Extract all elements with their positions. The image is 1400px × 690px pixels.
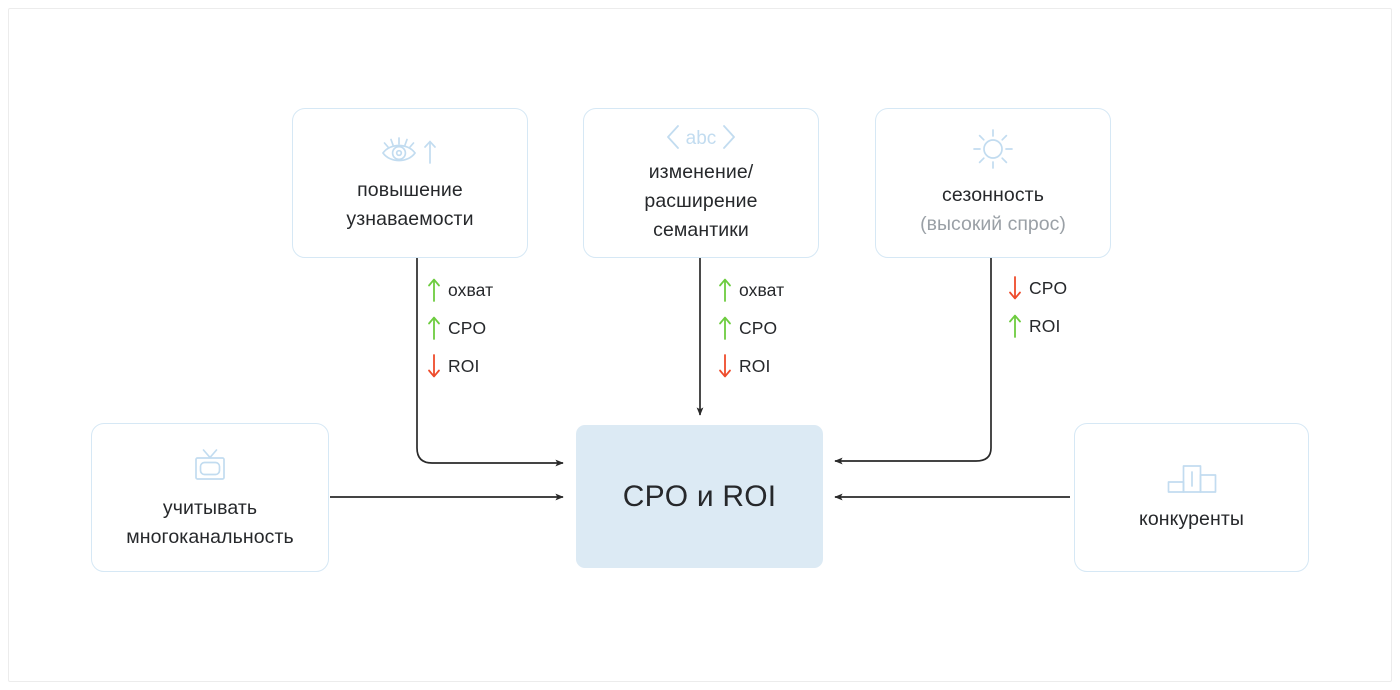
podium-icon [1166, 461, 1218, 497]
arrow-up-icon [427, 315, 441, 341]
abc-brackets-icon: abc [664, 122, 738, 152]
svg-text:abc: abc [686, 128, 717, 149]
kpi-row: охват [718, 277, 784, 303]
sun-icon [971, 127, 1015, 171]
arrow-up-icon [427, 277, 441, 303]
kpi-group-semantics: охват CPO [718, 277, 784, 379]
kpi-row: ROI [718, 353, 784, 379]
kpi-row: CPO [427, 315, 493, 341]
kpi-row: CPO [1008, 275, 1067, 301]
node-seasonality-label: сезонность [942, 184, 1044, 206]
arrow-down-icon [427, 353, 441, 379]
kpi-row: охват [427, 277, 493, 303]
kpi-row: ROI [427, 353, 493, 379]
eye-up-icon [378, 132, 442, 166]
arrow-down-icon [718, 353, 732, 379]
node-semantics[interactable]: abc изменение/ расширение семантики [583, 108, 819, 258]
node-target-cpo-roi[interactable]: CPO и ROI [576, 425, 823, 568]
node-semantics-label: изменение/ расширение семантики [644, 160, 758, 241]
node-awareness[interactable]: повышение узнаваемости [292, 108, 528, 258]
kpi-metric-label: CPO [1029, 277, 1068, 298]
tv-icon [190, 444, 230, 484]
node-competitors-label: конкуренты [1138, 508, 1245, 530]
kpi-metric-label: охват [448, 279, 494, 300]
kpi-metric-label: ROI [448, 355, 480, 376]
arrow-up-icon [1008, 313, 1022, 339]
node-multichannel[interactable]: учитывать многоканальность [91, 423, 329, 572]
kpi-group-awareness: охват CPO [427, 277, 493, 379]
kpi-row: ROI [1008, 313, 1067, 339]
node-awareness-label: повышение узнаваемости [346, 179, 474, 230]
node-seasonality-sublabel: (высокий спрос) [920, 213, 1066, 235]
kpi-group-seasonality: CPO ROI [1008, 275, 1067, 339]
arrow-down-icon [1008, 275, 1022, 301]
kpi-metric-label: охват [739, 279, 785, 300]
node-seasonality[interactable]: сезонность (высокий спрос) [875, 108, 1111, 258]
arrow-up-icon [718, 315, 732, 341]
kpi-metric-label: CPO [448, 317, 487, 338]
node-target-label: CPO и ROI [622, 480, 777, 513]
kpi-metric-label: ROI [1029, 315, 1061, 336]
kpi-metric-label: CPO [739, 317, 778, 338]
node-multichannel-label: учитывать многоканальность [126, 496, 294, 548]
arrow-up-icon [718, 277, 732, 303]
node-competitors[interactable]: конкуренты [1074, 423, 1309, 572]
edge-seasonality-to-target [834, 258, 992, 465]
kpi-row: CPO [718, 315, 784, 341]
kpi-metric-label: ROI [739, 355, 771, 376]
